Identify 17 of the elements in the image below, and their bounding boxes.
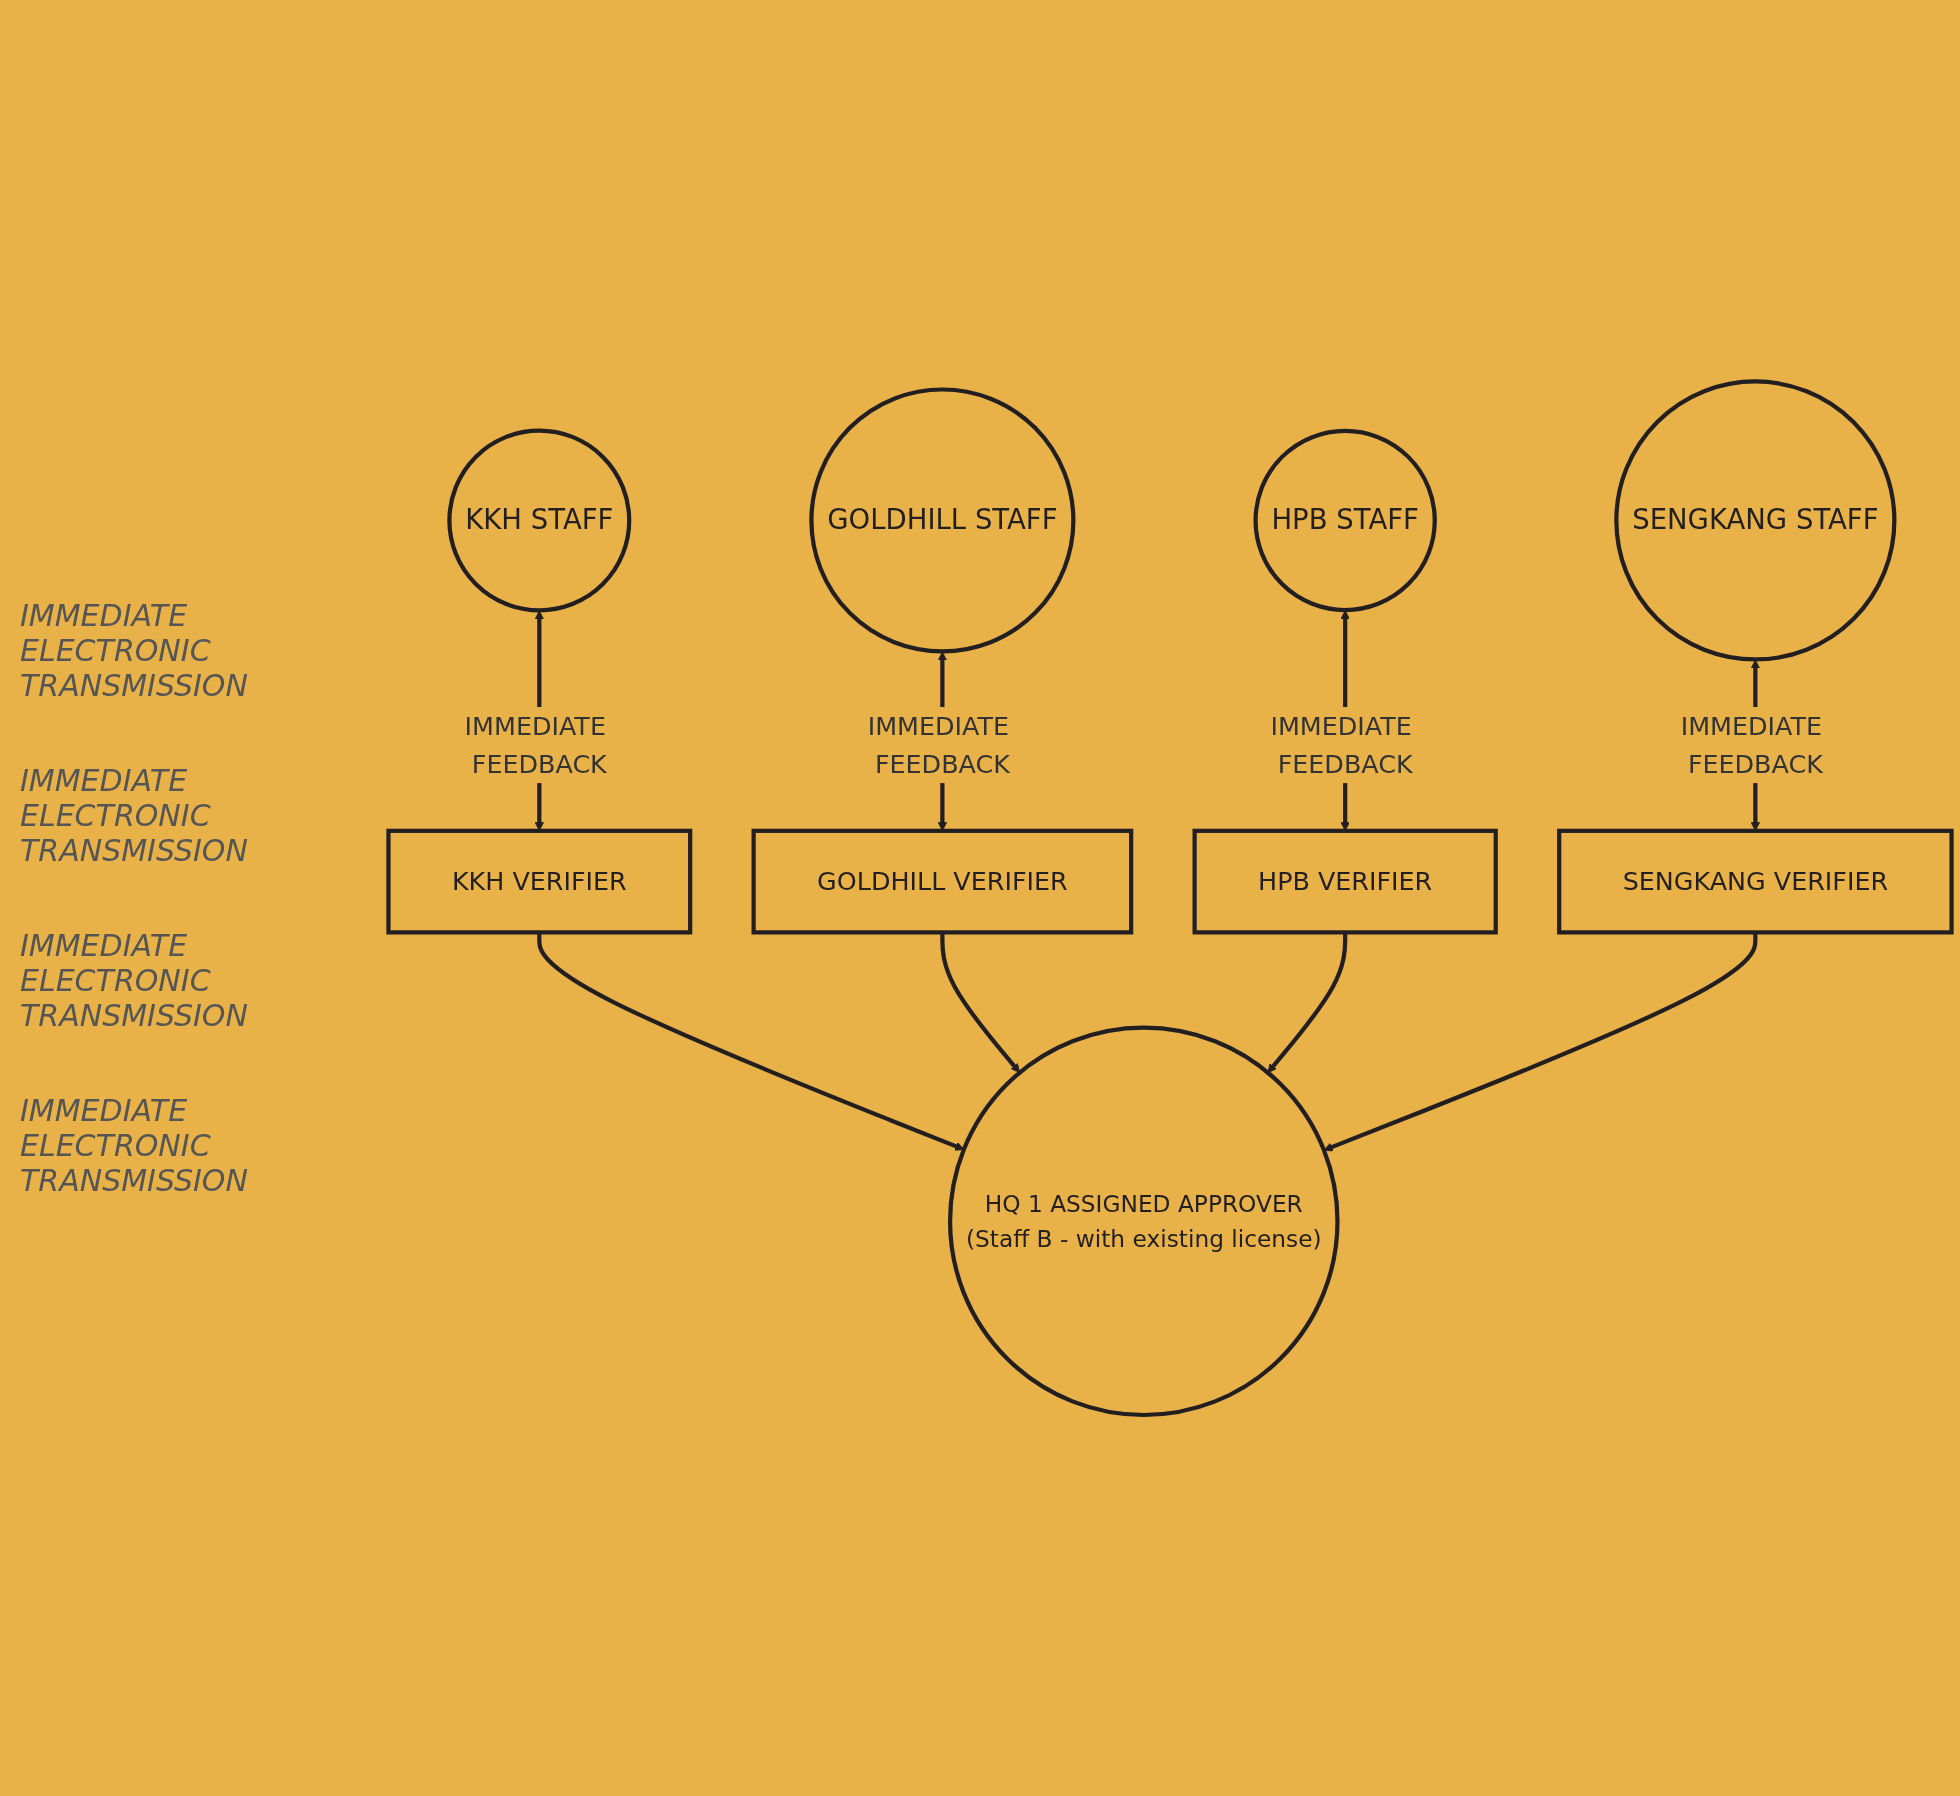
- edge-label: IMMEDIATE FEEDBACK: [867, 711, 1010, 779]
- note-text: IMMEDIATE ELECTRONIC TRANSMISSION: [20, 1093, 249, 1198]
- node-circle: KKH STAFF: [447, 428, 632, 613]
- node-box: HPB VERIFIER: [1192, 828, 1498, 935]
- note-text: IMMEDIATE ELECTRONIC TRANSMISSION: [20, 928, 249, 1033]
- node-box: SENGKANG VERIFIER: [1557, 828, 1954, 935]
- node-circle: SENGKANG STAFF: [1614, 379, 1897, 662]
- note-text: IMMEDIATE ELECTRONIC TRANSMISSION: [20, 598, 249, 703]
- node-box: GOLDHILL VERIFIER: [751, 828, 1134, 935]
- note-text: IMMEDIATE ELECTRONIC TRANSMISSION: [20, 763, 249, 868]
- node-circle: GOLDHILL STAFF: [809, 387, 1076, 654]
- edge-label: IMMEDIATE FEEDBACK: [464, 711, 607, 779]
- node-circle: HQ 1 ASSIGNED APPROVER (Staff B - with existing license): [947, 1025, 1340, 1417]
- node-box: KKH VERIFIER: [386, 828, 693, 935]
- node-circle: HPB STAFF: [1253, 428, 1437, 612]
- edge-label: IMMEDIATE FEEDBACK: [1270, 711, 1413, 779]
- edge-label: IMMEDIATE FEEDBACK: [1680, 711, 1823, 779]
